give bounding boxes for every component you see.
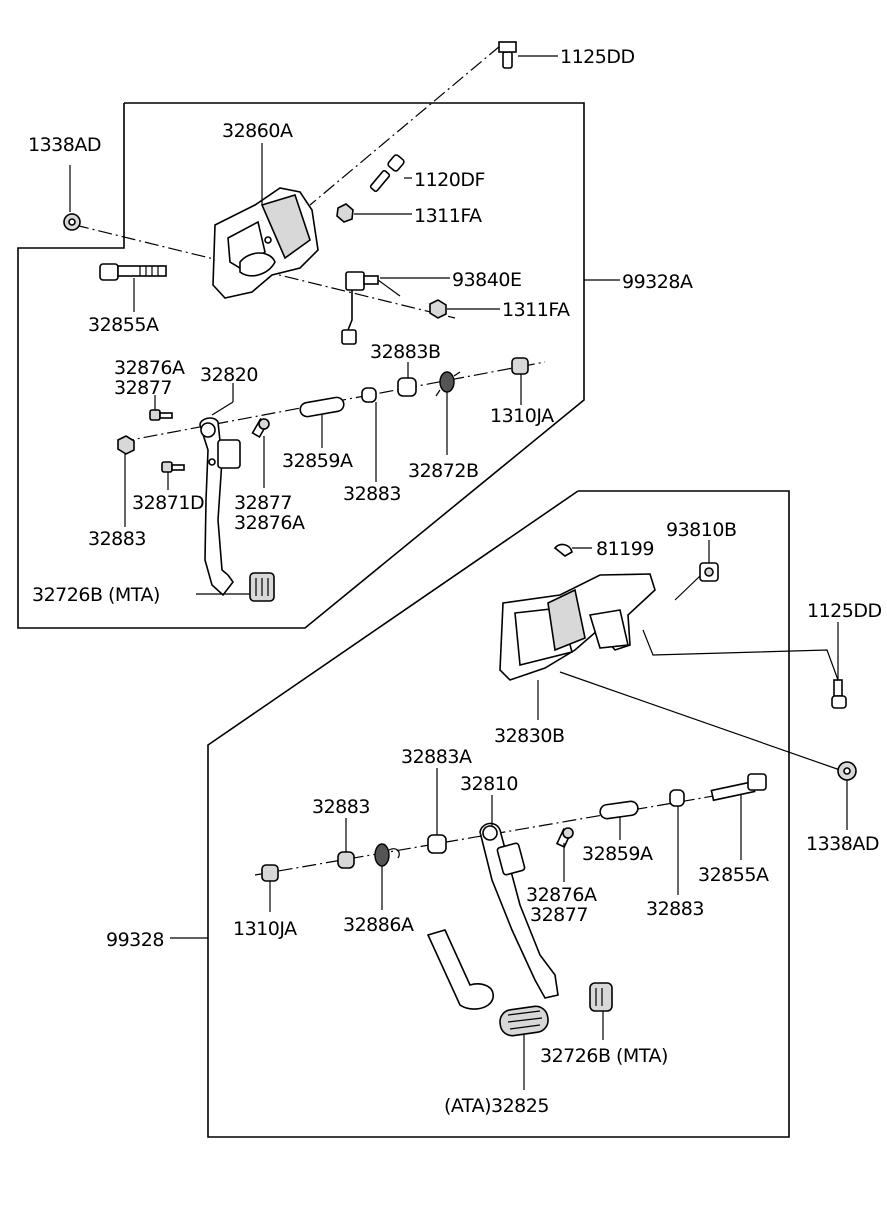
label-32883B: 32883B — [370, 341, 440, 363]
bushing-32859A-top — [299, 396, 345, 418]
label-32883-mid: 32883 — [343, 483, 401, 505]
bracket-32860A — [212, 187, 319, 299]
bushing-32883A — [427, 834, 447, 854]
spring-32872B — [435, 371, 461, 397]
label-1125DD-right: 1125DD — [807, 600, 882, 622]
axis-line — [309, 45, 501, 206]
label-32859A-top: 32859A — [282, 450, 353, 472]
label-99328: 99328 — [106, 929, 164, 951]
label-1310JA-low: 1310JA — [233, 918, 297, 940]
bolt-32871D — [161, 461, 185, 473]
label-1338AD-top: 1338AD — [28, 134, 101, 156]
label-32877-c: 32877 — [530, 904, 588, 926]
clip-81199 — [553, 543, 573, 557]
label-1311FA-a: 1311FA — [414, 205, 482, 227]
label-1310JA-top: 1310JA — [490, 405, 554, 427]
label-32883-left: 32883 — [88, 528, 146, 550]
washer-32883-mid — [361, 387, 377, 403]
washer-32883-lowright — [669, 789, 685, 807]
pad-32825-ATA — [499, 1005, 549, 1037]
bolt-32877-b — [251, 417, 270, 439]
nut-32883-left — [117, 435, 135, 455]
bushing-32883B — [397, 377, 417, 397]
bracket-32830B — [499, 573, 656, 681]
cap-1310JA-low — [261, 864, 279, 882]
bushing-32859A-low — [599, 800, 639, 820]
label-32883-lowright: 32883 — [646, 898, 704, 920]
nut-1338AD-top — [63, 213, 81, 231]
label-93810B: 93810B — [666, 519, 736, 541]
label-93840E: 93840E — [452, 269, 521, 291]
pedal-arm-ata — [426, 929, 494, 1010]
bolt-32855A-low — [710, 773, 767, 802]
label-1338AD-right: 1338AD — [806, 833, 879, 855]
label-32886A: 32886A — [343, 914, 414, 936]
pad-32726B-low — [589, 982, 613, 1012]
label-32876A-b: 32876A — [234, 512, 305, 534]
label-32877-a: 32877 — [114, 377, 172, 399]
label-32859A-low: 32859A — [582, 843, 653, 865]
nut-1311FA-a — [336, 203, 354, 223]
bolt-32876A-c — [555, 827, 574, 849]
label-32726B-top: 32726B (MTA) — [32, 584, 160, 606]
label-32855A-top: 32855A — [88, 314, 159, 336]
label-32883-low: 32883 — [312, 796, 370, 818]
label-1120DF: 1120DF — [414, 169, 485, 191]
label-32830B: 32830B — [494, 725, 564, 747]
washer-32883-low — [337, 851, 355, 869]
label-32820: 32820 — [200, 364, 258, 386]
pedal-32820 — [199, 417, 241, 597]
label-32872B: 32872B — [408, 460, 478, 482]
bolt-32855A-top — [99, 263, 167, 281]
upper-assembly-border — [17, 102, 585, 629]
label-32726B-low: 32726B (MTA) — [540, 1045, 668, 1067]
bolt-1125DD-right — [831, 679, 847, 709]
cap-1310JA-top — [511, 357, 529, 375]
bolt-1120DF — [369, 154, 405, 192]
label-81199: 81199 — [596, 538, 654, 560]
label-32871D: 32871D — [132, 492, 204, 514]
label-32876A-a: 32876A — [114, 357, 185, 379]
bolt-1125DD-top — [498, 41, 517, 69]
lower-assembly-border — [207, 490, 790, 1138]
label-99328A: 99328A — [622, 271, 693, 293]
bolt-32876A-a — [149, 409, 173, 421]
label-32883A: 32883A — [401, 746, 472, 768]
label-32810: 32810 — [460, 773, 518, 795]
pad-32726B-top — [249, 572, 275, 602]
label-32877-b: 32877 — [234, 492, 292, 514]
nut-1311FA-b — [429, 299, 447, 319]
switch-93810B — [674, 562, 719, 601]
nut-1338AD-right — [837, 761, 857, 781]
switch-93840E — [341, 271, 401, 345]
label-1311FA-b: 1311FA — [502, 299, 570, 321]
label-32860A: 32860A — [222, 120, 293, 142]
label-32855A-low: 32855A — [698, 864, 769, 886]
spring-32886A — [374, 843, 400, 867]
label-1125DD-top: 1125DD — [560, 46, 635, 68]
label-32825: (ATA)32825 — [444, 1095, 549, 1117]
pedal-32810 — [479, 822, 559, 999]
label-32876A-c: 32876A — [526, 884, 597, 906]
